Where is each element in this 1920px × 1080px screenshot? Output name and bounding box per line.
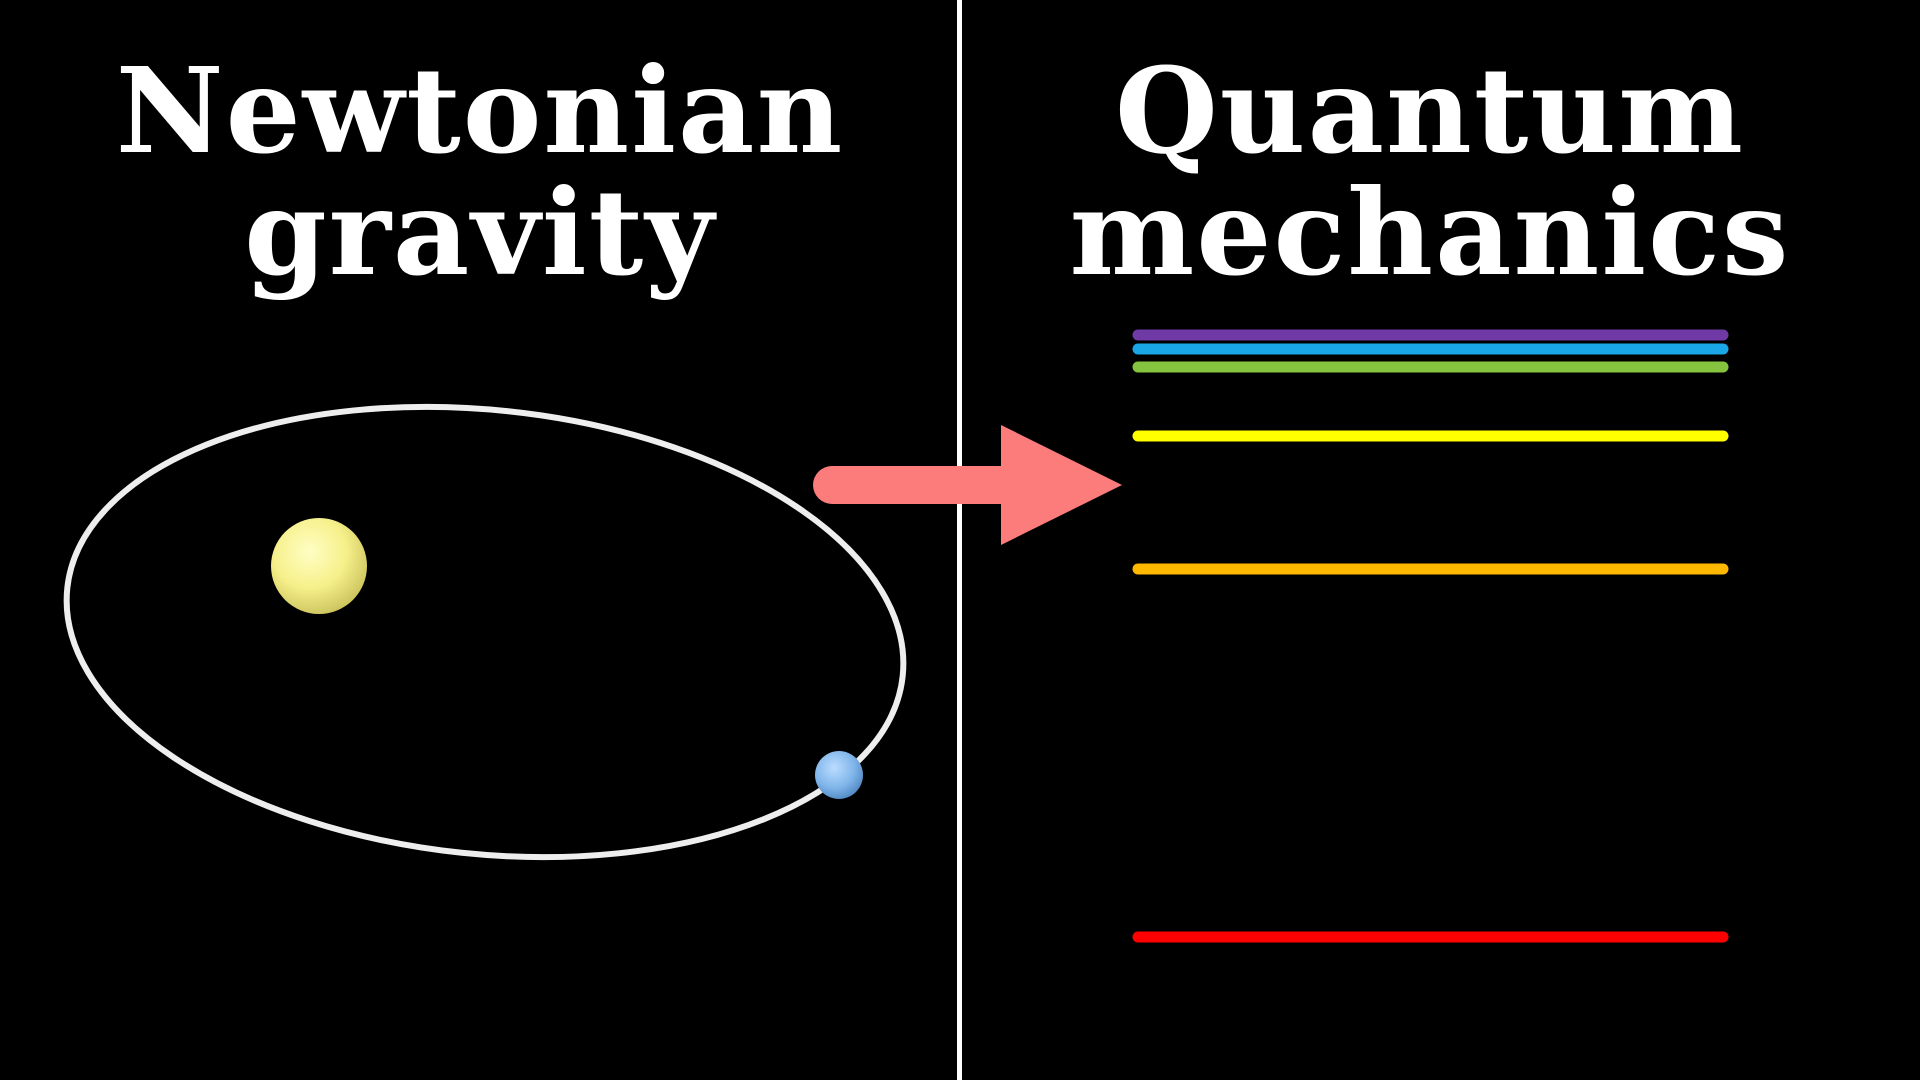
panel-divider bbox=[957, 0, 962, 1080]
arrow-head bbox=[1001, 425, 1122, 545]
title-line-2: mechanics bbox=[1069, 163, 1791, 302]
sun bbox=[271, 518, 367, 614]
quantum-mechanics-title: Quantum mechanics bbox=[960, 50, 1900, 294]
title-line-1: Newtonian bbox=[115, 41, 845, 180]
energy-levels bbox=[1132, 329, 1729, 943]
transition-arrow bbox=[813, 425, 1122, 545]
orbit-ellipse bbox=[63, 403, 907, 861]
newtonian-gravity-title: Newtonian gravity bbox=[0, 50, 960, 294]
title-line-2: gravity bbox=[244, 163, 716, 302]
title-line-1: Quantum bbox=[1115, 41, 1745, 180]
planet bbox=[815, 751, 863, 799]
